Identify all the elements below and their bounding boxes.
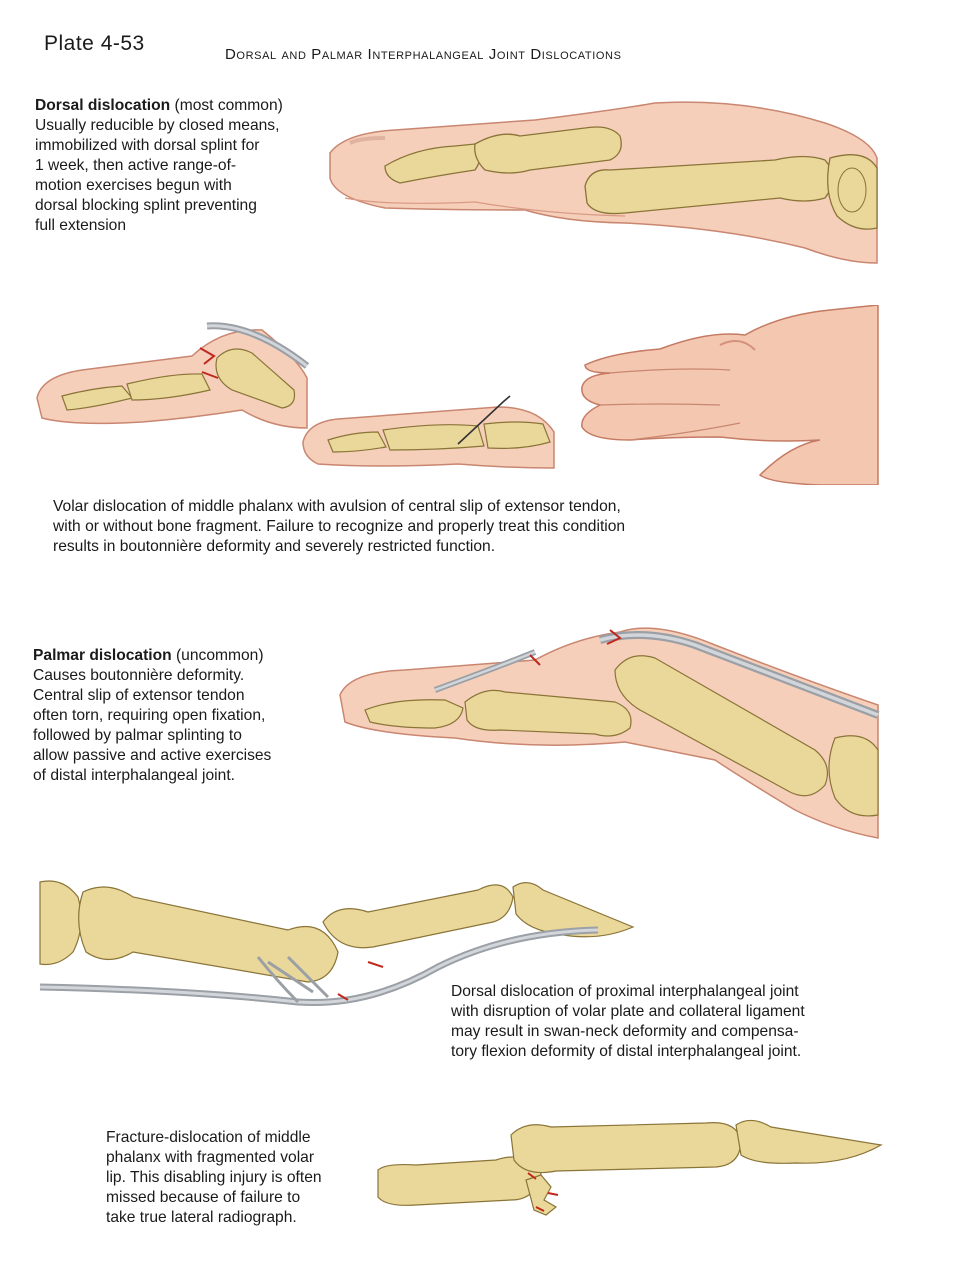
fracture-caption-line: lip. This disabling injury is often [106,1169,322,1186]
plate-label: Plate 4-53 [44,32,145,55]
fracture-dislocation-bones-illustration [377,1119,883,1216]
dorsal-line: full extension [35,217,127,234]
fracture-caption-line: Fracture-dislocation of middle [106,1129,311,1146]
dorsal-line: dorsal blocking splint preventing [35,197,257,214]
dorsal-line: immobilized with dorsal splint for [35,137,260,154]
fracture-caption-line: missed because of failure to [106,1189,301,1206]
palmar-qualifier: (uncommon) [171,647,264,664]
boutonniere-hand-illustration [581,305,879,485]
volar-dislocation-caption: Volar dislocation of middle phalanx with… [53,497,753,557]
dorsal-line: motion exercises begun with [35,177,232,194]
dorsal-heading: Dorsal dislocation [35,97,171,114]
volar-caption-line: results in boutonnière deformity and sev… [53,538,496,555]
dorsal-line: 1 week, then active range-of- [35,157,237,174]
pip-caption-line: with disruption of volar plate and colla… [451,1003,805,1020]
palmar-line: of distal interphalangeal joint. [33,767,235,784]
dorsal-line: Usually reducible by closed means, [35,117,280,134]
palmar-dislocation-text: Palmar dislocation (uncommon) Causes bou… [33,646,333,786]
palmar-line: often torn, requiring open fixation, [33,707,266,724]
volar-caption-line: with or without bone fragment. Failure t… [53,518,626,535]
pip-caption-line: tory flexion deformity of distal interph… [451,1043,802,1060]
pip-caption-line: may result in swan-neck deformity and co… [451,1023,799,1040]
palmar-line: allow passive and active exercises [33,747,272,764]
palmar-line: followed by palmar splinting to [33,727,242,744]
pip-dorsal-dislocation-bones-illustration [39,880,635,1007]
pip-dorsal-dislocation-caption: Dorsal dislocation of proximal interphal… [451,982,891,1062]
fracture-caption-line: phalanx with fragmented volar [106,1149,315,1166]
volar-caption-line: Volar dislocation of middle phalanx with… [53,498,621,515]
dorsal-qualifier: (most common) [170,97,283,114]
dorsal-dislocation-text: Dorsal dislocation (most common) Usually… [35,96,335,236]
palmar-heading: Palmar dislocation [33,647,172,664]
fracture-dislocation-caption: Fracture-dislocation of middle phalanx w… [106,1128,386,1228]
palmar-dislocation-finger-illustration [339,627,880,839]
pip-caption-line: Dorsal dislocation of proximal interphal… [451,983,799,1000]
volar-dislocation-pinned-finger-illustration [302,395,555,469]
page-title: Dorsal and Palmar Interphalangeal Joint … [225,46,622,63]
palmar-line: Central slip of extensor tendon [33,687,245,704]
dorsal-dislocation-finger-illustration [329,101,878,264]
volar-dislocation-splinted-finger-illustration [36,322,310,429]
palmar-line: Causes boutonnière deformity. [33,667,245,684]
fracture-caption-line: take true lateral radiograph. [106,1209,297,1226]
